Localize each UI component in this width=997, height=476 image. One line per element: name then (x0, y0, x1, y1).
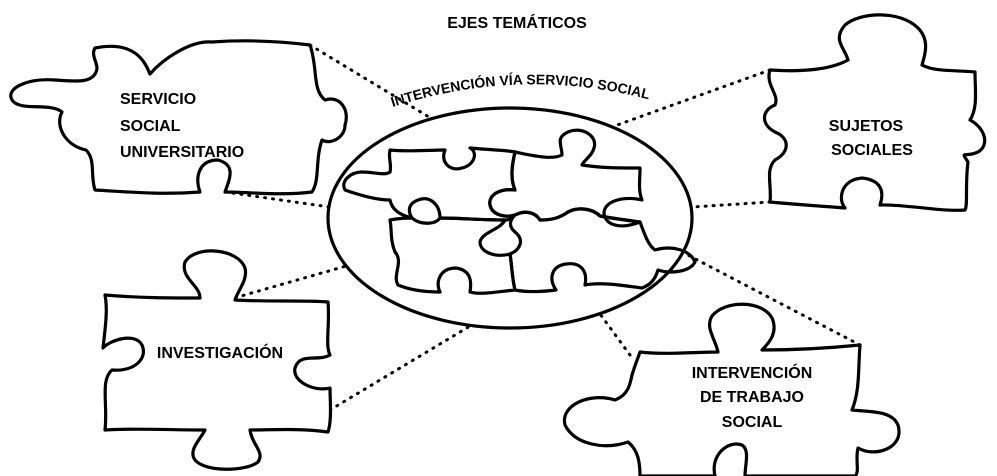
label-intervencion-line-2: DE TRABAJO (700, 389, 804, 406)
central-puzzle-piece-top-right (488, 128, 644, 228)
puzzle-piece-shape (562, 302, 901, 476)
label-servicio-line-1: SERVICIO (120, 91, 196, 108)
puzzle-piece-shape (9, 39, 348, 196)
connector-investigacion-bottom (328, 318, 482, 412)
label-intervencion-line-1: INTERVENCIÓN (692, 363, 813, 382)
puzzle-piece-shape (101, 249, 333, 471)
central-puzzle-piece-bottom-right (508, 207, 697, 294)
piece-sujetos-sociales: SUJETOS SOCIALES (762, 13, 987, 212)
label-servicio-line-2: SOCIAL (120, 118, 181, 135)
connector-servicio-bottom (223, 190, 422, 222)
central-arc-label: INTERVENCIÓN VÍA SERVICIO SOCIAL (389, 71, 653, 110)
central-arc-label-path: INTERVENCIÓN VÍA SERVICIO SOCIAL (389, 71, 653, 110)
label-sujetos-line-2: SOCIALES (831, 142, 913, 159)
central-puzzle (342, 128, 697, 295)
label-intervencion-line-3: SOCIAL (722, 414, 783, 431)
piece-intervencion-trabajo-social: INTERVENCIÓN DE TRABAJO SOCIAL (562, 302, 901, 476)
puzzle-piece-shape (762, 13, 987, 212)
label-sujetos-line-1: SUJETOS (829, 118, 904, 135)
label-investigacion: INVESTIGACIÓN (157, 343, 283, 362)
piece-investigacion: INVESTIGACIÓN (101, 249, 333, 471)
diagram-title: EJES TEMÁTICOS (447, 13, 587, 32)
label-servicio-line-3: UNIVERSITARIO (120, 144, 244, 161)
central-hub: INTERVENCIÓN VÍA SERVICIO SOCIAL (326, 71, 697, 330)
piece-servicio-social-universitario: SERVICIO SOCIAL UNIVERSITARIO (9, 39, 348, 196)
